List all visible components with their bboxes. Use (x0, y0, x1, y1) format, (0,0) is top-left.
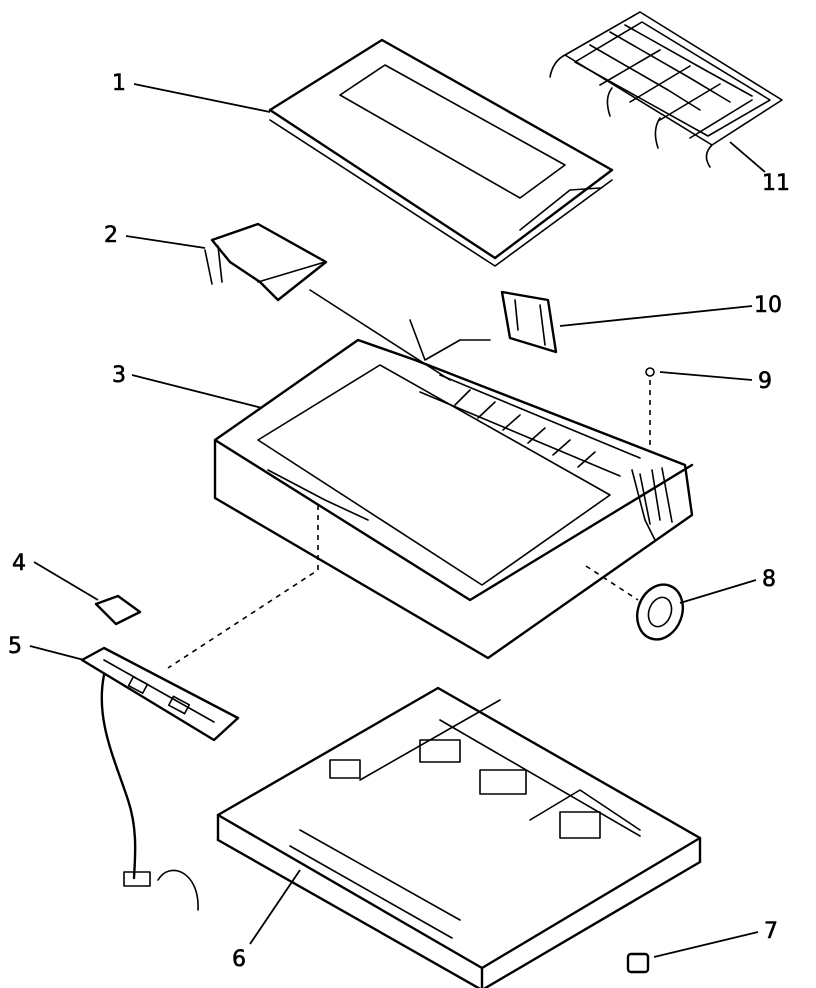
part-11-wire-guide (549, 11, 783, 168)
part-9-pin (645, 367, 655, 445)
part-5-control-board (80, 646, 240, 911)
callout-8: 8 (762, 567, 776, 592)
part-7-foot (626, 952, 650, 974)
part-10-bracket (500, 290, 558, 354)
callout-6: 6 (232, 947, 246, 972)
callout-labels: 1 2 3 4 5 6 7 8 9 10 11 (8, 71, 791, 973)
part-4-block (94, 594, 142, 626)
callout-11: 11 (762, 171, 790, 196)
part-1-top-cover (268, 38, 614, 267)
callout-4: 4 (12, 551, 26, 576)
leader-lines (29, 83, 766, 958)
callout-9: 9 (758, 369, 772, 394)
part-8-knob (585, 565, 684, 641)
part-2-guide-piece (204, 222, 451, 381)
part-6-lower-base (216, 686, 702, 988)
callout-3: 3 (112, 363, 126, 388)
callout-7: 7 (764, 919, 778, 944)
callout-10: 10 (754, 293, 782, 318)
callout-1: 1 (112, 71, 126, 96)
callout-5: 5 (8, 634, 22, 659)
callout-2: 2 (104, 223, 118, 248)
part-3-main-housing (167, 319, 694, 669)
